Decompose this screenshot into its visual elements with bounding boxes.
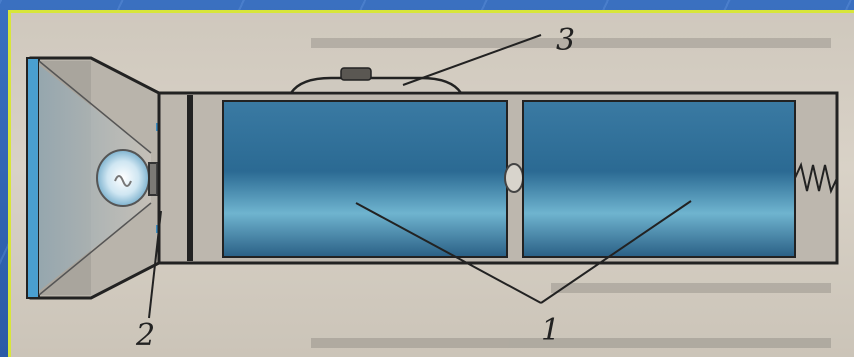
background-text-lines [311, 38, 831, 348]
flashlight-head [26, 56, 161, 300]
label-battery: 1 [541, 313, 561, 348]
flashlight-diagram [26, 34, 839, 348]
flashlight-figure: 3 1 2 [8, 10, 854, 357]
label-switch: 3 [556, 23, 576, 58]
switch-button [288, 67, 464, 95]
spring-icon [794, 161, 838, 195]
battery-cell-1 [222, 100, 508, 258]
label-lamp-contact: 2 [136, 318, 156, 353]
battery-cell-2 [504, 100, 796, 258]
pointer-lines [148, 34, 692, 319]
